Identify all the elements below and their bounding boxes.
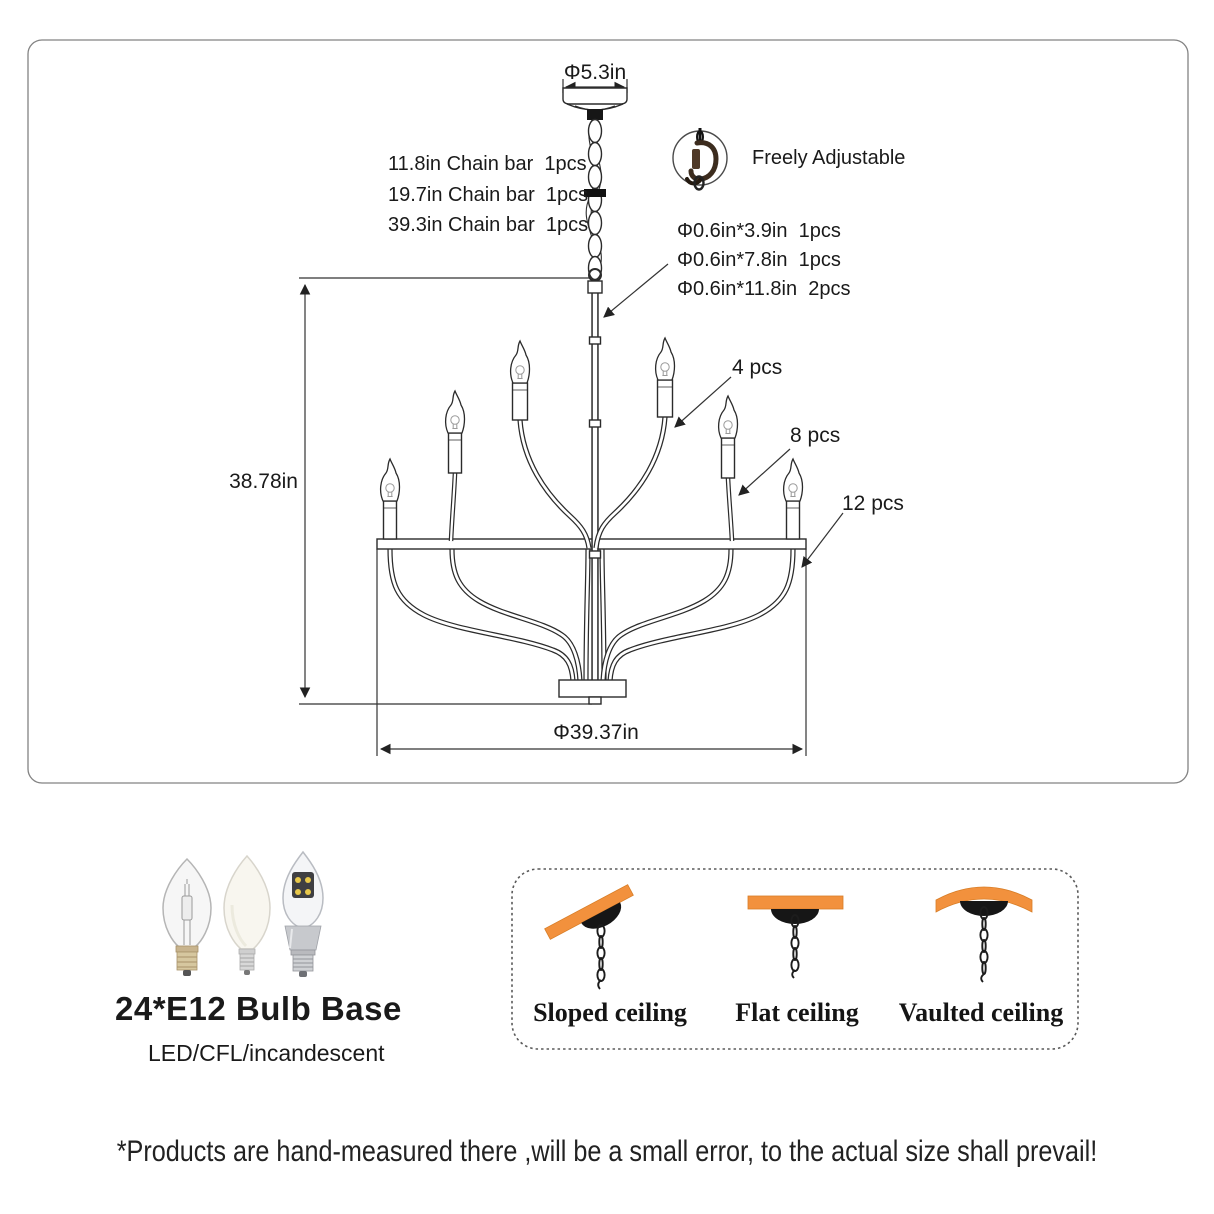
diagram-border [27, 39, 1189, 784]
hanging-chain [584, 118, 606, 294]
count-bottom-arms: 12 pcs [842, 492, 904, 515]
bottom-hub [558, 679, 627, 698]
freely-adjustable-label: Freely Adjustable [752, 147, 906, 169]
cfl-bulb-image [223, 854, 271, 975]
ceiling-options-border [511, 868, 1079, 1050]
rod-spec-1: Φ0.6in*3.9in 1pcs [677, 220, 841, 242]
rod-spec-3: Φ0.6in*11.8in 2pcs [677, 278, 851, 300]
rod-spec-2: Φ0.6in*7.8in 1pcs [677, 249, 841, 271]
chain-spec-3: 39.3in Chain bar 1pcs [388, 214, 589, 236]
halogen-bulb-image [162, 857, 212, 976]
count-top-arms: 4 pcs [732, 356, 783, 379]
chandelier-drawing [376, 87, 807, 705]
bulb-type-subtitle: LED/CFL/incandescent [148, 1040, 385, 1066]
chain-spec-1: 11.8in Chain bar 1pcs [388, 153, 587, 175]
sloped-ceiling-label: Sloped ceiling [533, 998, 687, 1027]
sloped-ceiling-icon [544, 884, 634, 990]
leader-arrows [603, 263, 844, 568]
ceiling-options-art [511, 868, 1079, 1050]
height-dimension-label: 38.78in [229, 470, 298, 493]
chain-spec-2: 19.7in Chain bar 1pcs [388, 184, 589, 206]
count-middle-arms: 8 pcs [790, 424, 841, 447]
canopy-diameter-label: Φ5.3in [563, 61, 627, 84]
vaulted-ceiling-icon [935, 886, 1033, 983]
dimension-lines [299, 79, 807, 756]
bulb-images [162, 850, 324, 977]
flat-ceiling-label: Flat ceiling [735, 998, 859, 1027]
candles [379, 337, 804, 540]
diameter-dimension-label: Φ39.37in [553, 721, 639, 744]
flat-ceiling-icon [747, 895, 844, 979]
canopy [562, 87, 628, 120]
bulb-base-title: 24*E12 Bulb Base [115, 990, 402, 1027]
vaulted-ceiling-label: Vaulted ceiling [898, 998, 1064, 1027]
disclaimer-text: *Products are hand-measured there ,will … [116, 1135, 1098, 1168]
led-bulb-image [282, 850, 324, 977]
adjustable-hook-icon [672, 128, 728, 191]
